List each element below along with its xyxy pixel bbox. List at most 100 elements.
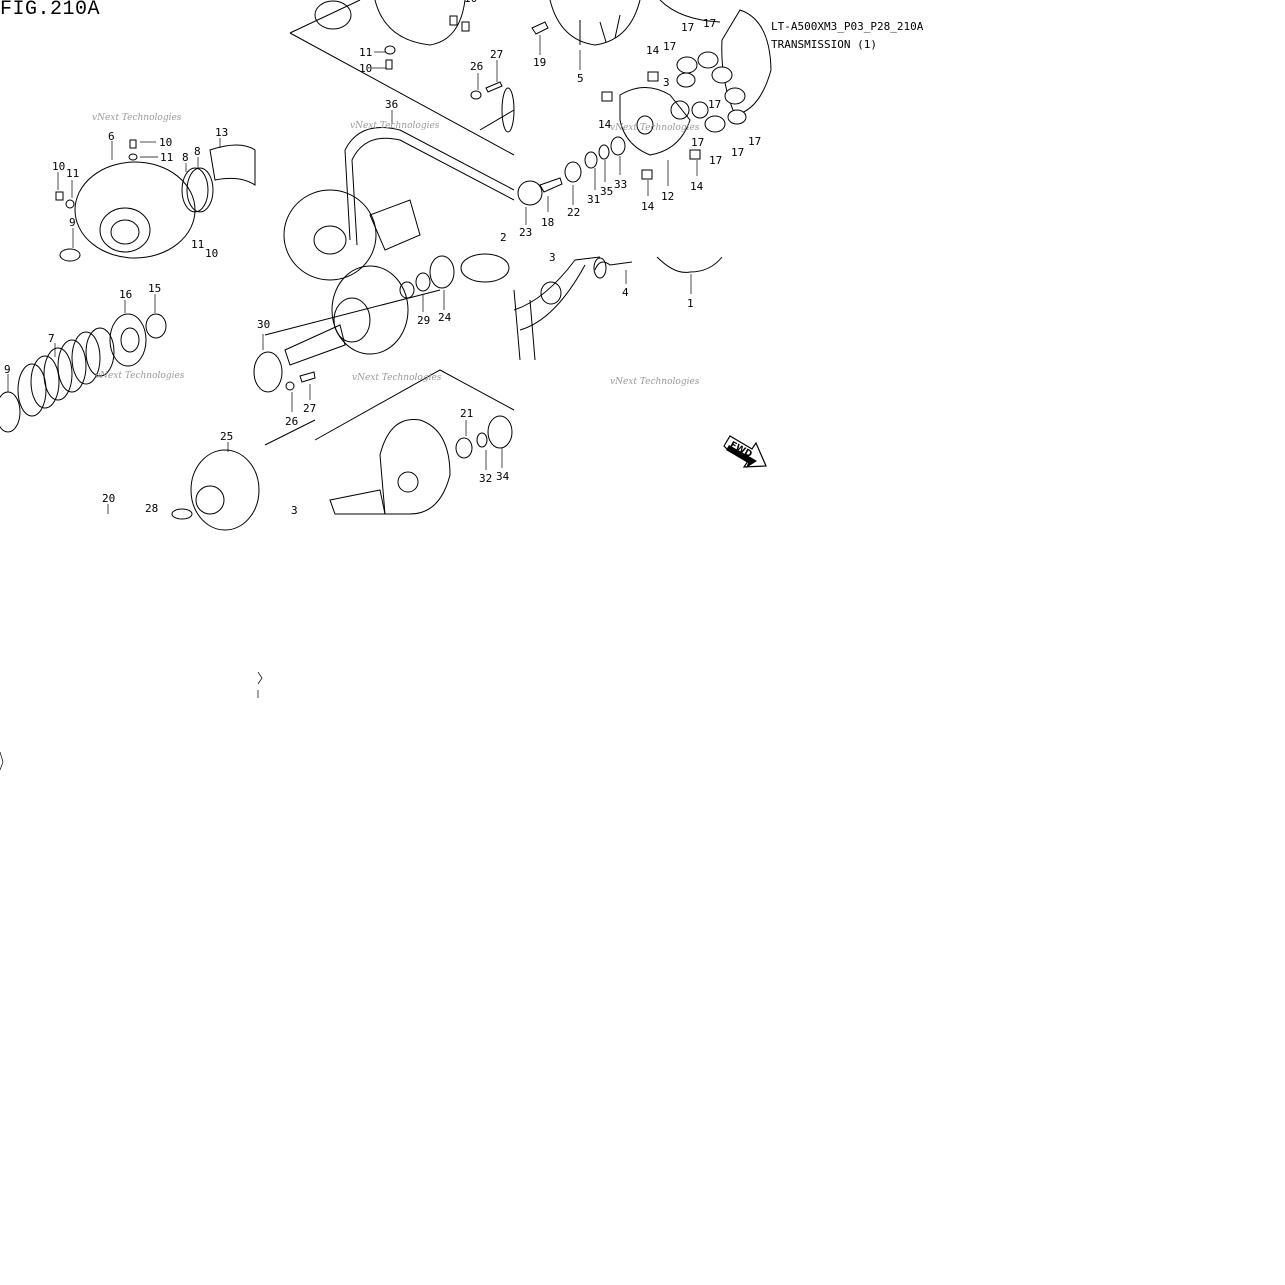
callout-35: 35 (600, 185, 613, 198)
secondary-shaft (284, 324, 346, 366)
driven-shaft-hub (369, 199, 421, 251)
ring-part-3 (540, 281, 562, 305)
figure-title: FIG.210A (0, 0, 101, 21)
washer-part-11 (128, 153, 138, 161)
tile-middle-left (0, 294, 260, 531)
callout-17a: 17 (663, 40, 676, 53)
callout-4: 4 (622, 286, 629, 299)
callout-3c: 3 (549, 251, 556, 264)
roller-part-17a (676, 56, 698, 74)
cover-part-1 (656, 256, 723, 273)
washer-part-26 (470, 90, 482, 100)
v-belt-part-36 (344, 127, 515, 191)
clutch-face-top (374, 0, 466, 46)
callout-27a: 27 (490, 48, 503, 61)
callout-27b: 27 (303, 402, 316, 415)
callout-31: 31 (587, 193, 600, 206)
cam-plate (619, 87, 691, 156)
callout-29: 29 (417, 314, 430, 327)
driven-pulley-part-3 (283, 189, 377, 281)
callout-8b: 8 (182, 151, 189, 164)
ring-part-9b (314, 0, 352, 30)
callout-8a: 8 (194, 145, 201, 158)
callout-7: 7 (48, 332, 55, 345)
callout-22: 22 (567, 206, 580, 219)
callout-5: 5 (577, 72, 584, 85)
model-code: LT-A500XM3_P03_P28_210A (771, 20, 924, 33)
fixed-face-part-5 (549, 0, 641, 46)
callout-36: 36 (385, 98, 398, 111)
driven-face-part-3 (379, 418, 451, 515)
tile-middle-right (513, 256, 723, 361)
callout-18: 18 (541, 216, 554, 229)
nut-part-28 (171, 508, 193, 520)
seal-part-34 (487, 415, 513, 449)
callout-30: 30 (257, 318, 270, 331)
spacer-part-22 (564, 161, 582, 183)
nut-part-15 (145, 313, 167, 339)
callout-11a: 11 (160, 151, 173, 164)
sleeve-part-13 (209, 144, 256, 186)
callout-3b: 3 (291, 504, 298, 517)
spring-part-7 (71, 331, 101, 385)
drive-face-bore (110, 219, 140, 245)
ring-part-8b (186, 167, 214, 213)
callout-11b: 11 (66, 167, 79, 180)
shaft-part-4 (593, 257, 607, 279)
section-name: TRANSMISSION (1) (771, 38, 877, 51)
callout-17f: 17 (748, 135, 761, 148)
callout-13: 13 (215, 126, 228, 139)
bolt-part-27 (485, 81, 503, 93)
clutch-shoe-part-25 (190, 449, 260, 531)
callout-32: 32 (479, 472, 492, 485)
tile-top-left (55, 138, 256, 262)
tile-top-right (517, 0, 772, 225)
callout-17c: 17 (703, 17, 716, 30)
bolt-part-18 (539, 177, 563, 193)
callout-17d: 17 (708, 98, 721, 111)
bolt-part-10 (129, 139, 137, 149)
watermark-6: vNext Technologies (610, 377, 700, 387)
bearing-part-33 (610, 136, 626, 156)
callout-10c: 10 (205, 247, 218, 260)
callout-10d: 10 (464, 0, 477, 5)
callout-26a: 26 (470, 60, 483, 73)
v-belt-inner (351, 137, 515, 201)
watermark-4: vNext Technologies (95, 371, 185, 381)
callout-9b: 9 (4, 363, 11, 376)
bolt-part-10b (55, 191, 64, 201)
callout-17b: 17 (681, 21, 694, 34)
ring-part-32 (476, 432, 488, 448)
callout-10e: 10 (359, 62, 372, 75)
callout-14d: 14 (641, 200, 655, 213)
callout-10a: 10 (159, 136, 172, 149)
watermark-2: vNext Technologies (350, 121, 440, 131)
callout-3a: 3 (663, 76, 670, 89)
callout-11d: 11 (359, 46, 372, 59)
clutch-housing (331, 265, 409, 355)
watermark-1: vNext Technologies (92, 113, 182, 123)
callout-12: 12 (661, 190, 674, 203)
bearing-part-30 (253, 351, 283, 393)
edge-fragments (0, 671, 263, 771)
callout-24: 24 (438, 311, 452, 324)
callout-34: 34 (496, 470, 510, 483)
seat-part-16 (109, 313, 147, 367)
callouts-tile-2: 10 11 10 27 26 36 2 vNext Technologies (350, 0, 507, 244)
callout-19: 19 (533, 56, 546, 69)
callout-14a: 14 (646, 44, 660, 57)
callout-11c: 11 (191, 238, 204, 251)
callout-6: 6 (108, 130, 115, 143)
callout-20: 20 (102, 492, 115, 505)
callout-14b: 14 (598, 118, 612, 131)
callout-25: 25 (220, 430, 233, 443)
washer-part-21 (455, 437, 473, 459)
watermark-5: vNext Technologies (352, 373, 442, 383)
callouts-tile-6: 3 4 1 vNext Technologies (549, 251, 700, 387)
callout-16: 16 (119, 288, 132, 301)
callout-1: 1 (687, 297, 694, 310)
ring-part-9c (0, 391, 21, 433)
ring-part-8a (181, 167, 209, 213)
washer-part-29 (415, 272, 431, 292)
